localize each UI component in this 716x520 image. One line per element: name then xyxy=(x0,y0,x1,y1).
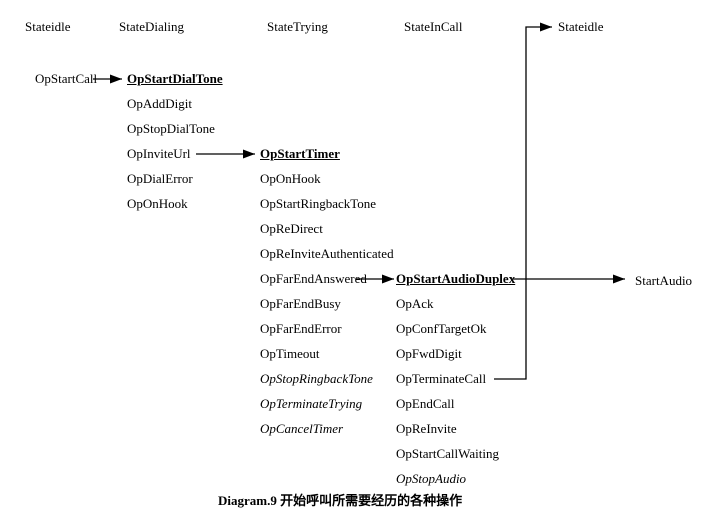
state-header-statetrying: StateTrying xyxy=(267,19,328,34)
op-label-opadddigit: OpAddDigit xyxy=(127,96,192,111)
diagram-caption: Diagram.9 开始呼叫所需要经历的各种操作 xyxy=(218,493,463,508)
op-label-opstartcallwaiting: OpStartCallWaiting xyxy=(396,446,499,461)
op-label-opredirect: OpReDirect xyxy=(260,221,323,236)
op-label-opendcall: OpEndCall xyxy=(396,396,455,411)
op-label-oponhook: OpOnHook xyxy=(127,196,188,211)
op-label-opfarendbusy: OpFarEndBusy xyxy=(260,296,341,311)
op-label-opinviteurl: OpInviteUrl xyxy=(127,146,191,161)
op-label-optimeout: OpTimeout xyxy=(260,346,320,361)
op-label-opfarendanswered: OpFarEndAnswered xyxy=(260,271,367,286)
arrow-opterminatecall-to-stateidle xyxy=(494,22,552,380)
terminal-label-startaudio: StartAudio xyxy=(635,273,693,288)
op-label-opterminatetrying: OpTerminateTrying xyxy=(260,396,363,411)
op-label-opreinviteauthenticated: OpReInviteAuthenticated xyxy=(260,246,394,261)
state-header-stateidle: Stateidle xyxy=(25,19,71,34)
op-label-opstartcall: OpStartCall xyxy=(35,71,98,86)
op-label-opstartringbacktone: OpStartRingbackTone xyxy=(260,196,377,211)
op-label-opfwddigit: OpFwdDigit xyxy=(396,346,462,361)
op-label-opstarttimer: OpStartTimer xyxy=(260,146,340,161)
op-label-opconftargetok: OpConfTargetOk xyxy=(396,321,487,336)
op-label-opreinvite: OpReInvite xyxy=(396,421,457,436)
op-label-oponhook: OpOnHook xyxy=(260,171,321,186)
op-label-opdialerror: OpDialError xyxy=(127,171,193,186)
state-header-stateincall: StateInCall xyxy=(404,19,463,34)
op-label-opstartaudioduplex: OpStartAudioDuplex xyxy=(396,271,516,286)
terminal-label-stateidle: Stateidle xyxy=(558,19,604,34)
op-label-opstopringbacktone: OpStopRingbackTone xyxy=(260,371,373,386)
op-label-opfarenderror: OpFarEndError xyxy=(260,321,342,336)
op-label-opstartdialtone: OpStartDialTone xyxy=(127,71,223,86)
state-header-statedialing: StateDialing xyxy=(119,19,184,34)
op-label-opack: OpAck xyxy=(396,296,434,311)
op-label-opstopdialtone: OpStopDialTone xyxy=(127,121,215,136)
op-label-opcanceltimer: OpCancelTimer xyxy=(260,421,344,436)
op-label-opstopaudio: OpStopAudio xyxy=(396,471,467,486)
op-label-opterminatecall: OpTerminateCall xyxy=(396,371,487,386)
